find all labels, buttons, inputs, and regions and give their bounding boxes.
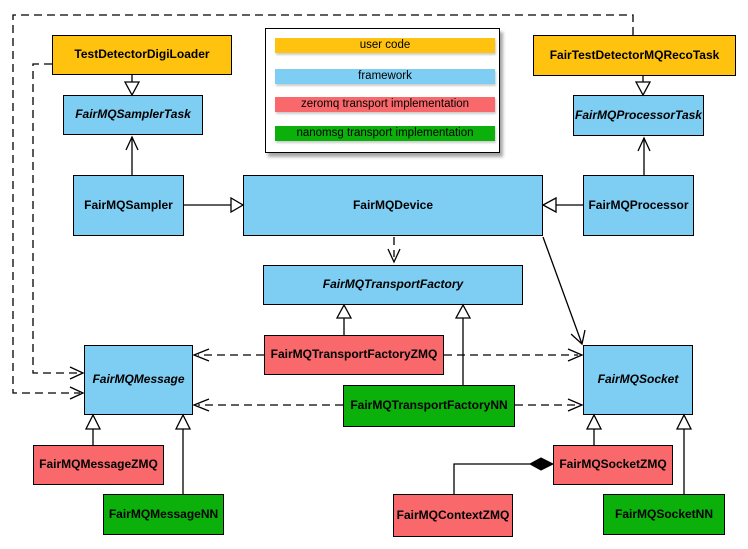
inheritance-processor-device — [541, 196, 583, 214]
node-fairmq-processor-task: FairMQProcessorTask — [573, 95, 704, 136]
node-test-detector-digi-loader: TestDetectorDigiLoader — [52, 35, 232, 75]
composition-contextzmq-socketzmq — [453, 457, 555, 494]
node-fairmq-socket-nn: FairMQSocketNN — [603, 494, 725, 535]
legend-item-user-code: user code — [275, 38, 495, 53]
dependency-device-transportfactory — [387, 237, 401, 264]
dependency-transportfactorynn-message — [192, 398, 343, 412]
node-fairmq-processor: FairMQProcessor — [583, 175, 694, 236]
association-device-socket — [542, 236, 586, 346]
node-fairmq-transport-factory: FairMQTransportFactory — [263, 265, 523, 305]
node-fairmq-socket: FairMQSocket — [583, 345, 693, 415]
inheritance-digiloader-samplertask — [123, 75, 141, 97]
association-processor-processortask — [637, 136, 651, 175]
node-fairmq-sampler-task: FairMQSamplerTask — [63, 95, 203, 135]
association-sampler-samplertask — [125, 135, 139, 175]
legend: user code framework zeromq transport imp… — [265, 28, 500, 153]
node-fairmq-transport-factory-zmq: FairMQTransportFactoryZMQ — [264, 335, 444, 375]
inheritance-recotask-processortask — [634, 76, 652, 97]
dependency-transportfactorynn-socket — [515, 398, 584, 412]
node-fairmq-message-zmq: FairMQMessageZMQ — [33, 445, 164, 485]
node-fairmq-message-nn: FairMQMessageNN — [103, 494, 224, 535]
legend-item-zeromq: zeromq transport implementation — [275, 97, 495, 112]
legend-item-framework: framework — [275, 69, 495, 84]
inheritance-sampler-device — [184, 196, 245, 214]
inheritance-socketnn-socket — [675, 413, 693, 494]
legend-item-nanomsg: nanomsg transport implementation — [275, 126, 495, 141]
inheritance-messagenn-message — [174, 413, 192, 494]
dependency-transportfactoryzmq-socket — [444, 348, 584, 362]
node-fairmq-message: FairMQMessage — [84, 345, 193, 415]
dependency-transportfactoryzmq-message — [192, 348, 264, 362]
node-fairmq-transport-factory-nn: FairMQTransportFactoryNN — [343, 385, 515, 427]
node-fairmq-socket-zmq: FairMQSocketZMQ — [553, 445, 673, 485]
inheritance-socketzmq-socket — [585, 413, 603, 445]
node-fairmq-context-zmq: FairMQContextZMQ — [393, 494, 513, 537]
inheritance-messagezmq-message — [84, 413, 102, 445]
node-fair-test-detector-mq-reco-task: FairTestDetectorMQRecoTask — [533, 35, 736, 76]
node-fairmq-device: FairMQDevice — [243, 175, 543, 236]
node-fairmq-sampler: FairMQSampler — [73, 175, 184, 236]
inheritance-transportfactoryzmq-transportfactory — [335, 303, 353, 335]
inheritance-transportfactorynn-transportfactory — [454, 303, 472, 385]
